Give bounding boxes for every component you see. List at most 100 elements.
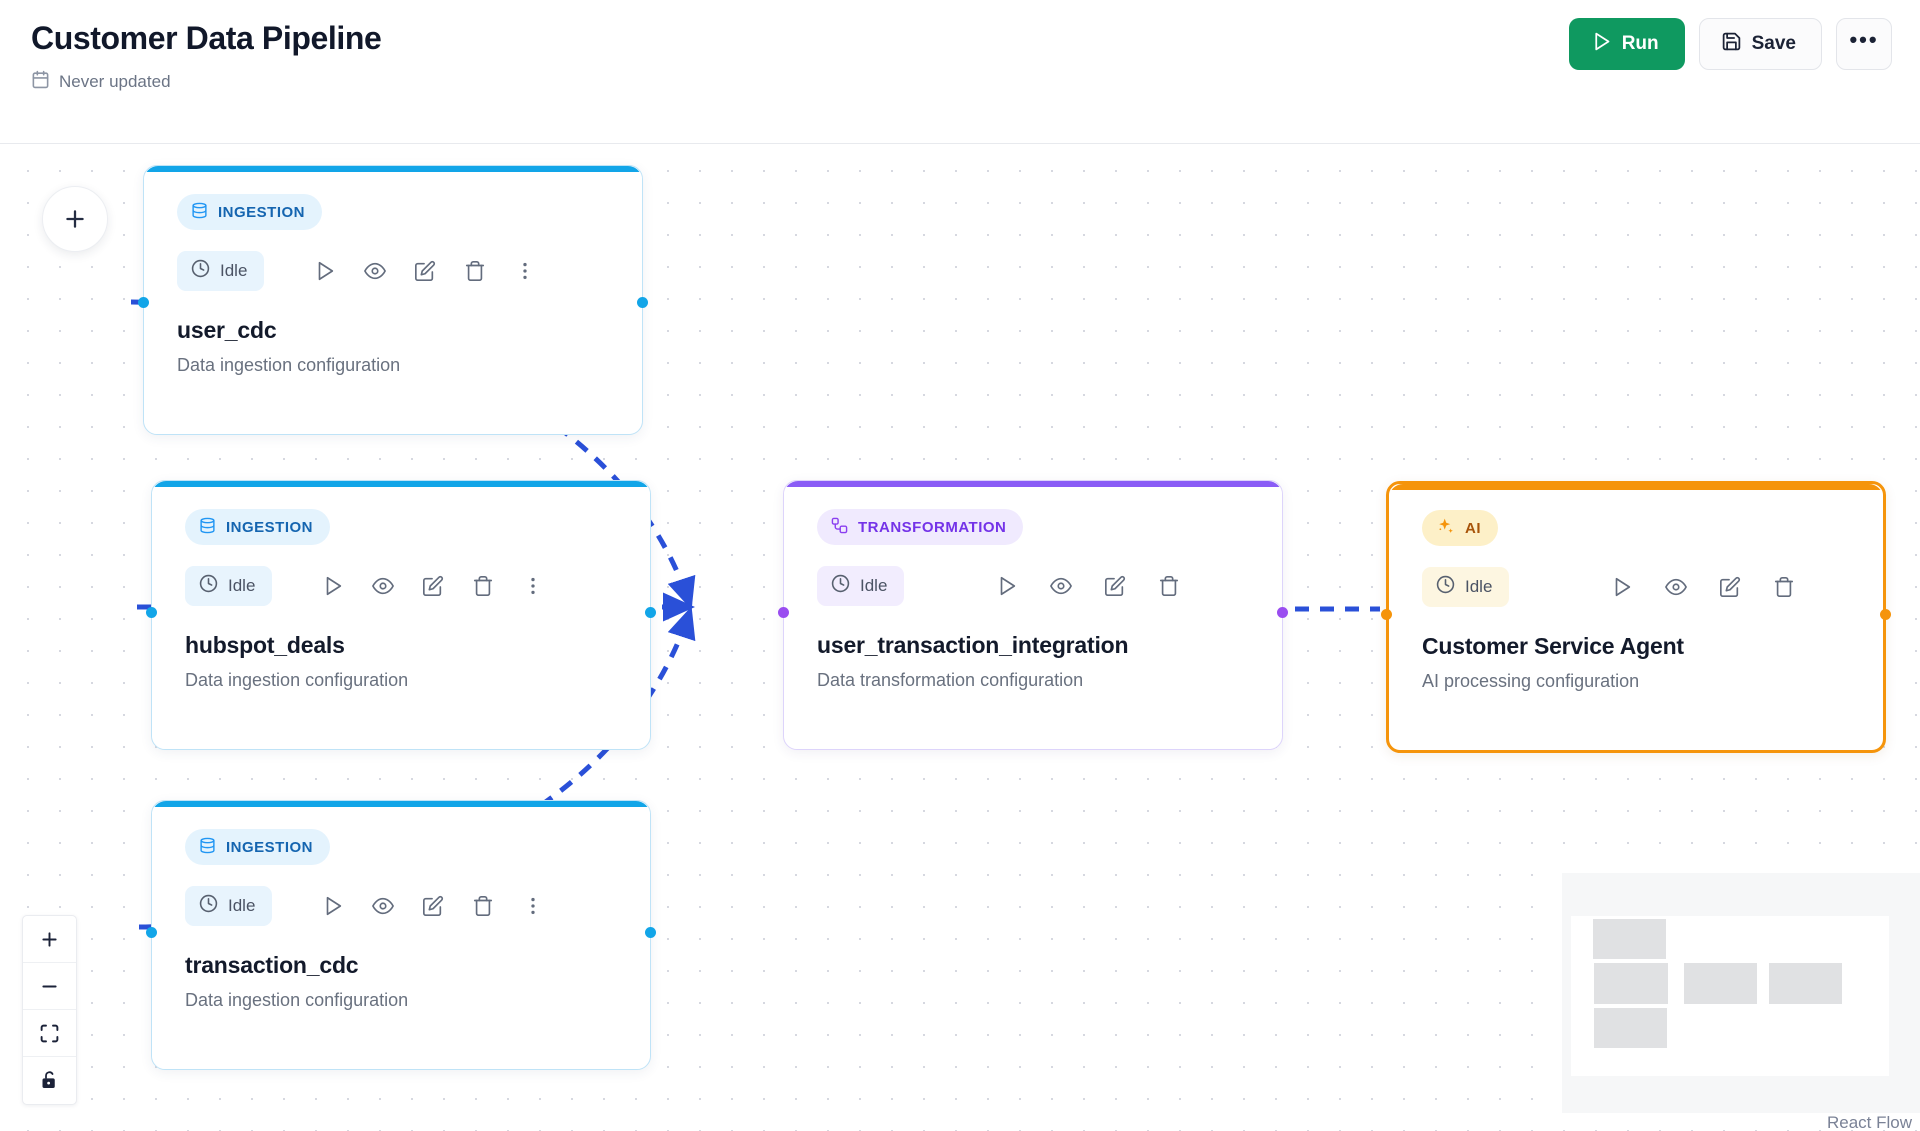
node-type-badge: INGESTION	[177, 194, 323, 230]
node-action-icons	[1605, 570, 1801, 604]
minimap-node	[1594, 963, 1668, 1004]
database-icon	[199, 517, 216, 538]
node-action-icons	[990, 569, 1186, 603]
sparkle-icon	[1436, 517, 1455, 540]
edit-icon[interactable]	[1713, 570, 1747, 604]
node-type-label: INGESTION	[226, 838, 314, 856]
play-icon[interactable]	[1605, 570, 1639, 604]
node-type-badge: TRANSFORMATION	[817, 509, 1024, 545]
edit-icon[interactable]	[416, 569, 450, 603]
edit-icon[interactable]	[408, 254, 442, 288]
node-title: hubspot_deals	[185, 632, 345, 658]
node-transaction_cdc[interactable]: INGESTION Idle	[146, 800, 656, 1070]
database-icon	[199, 837, 216, 858]
database-icon	[191, 202, 208, 223]
node-user_transaction_integration[interactable]: TRANSFORMATION Idle	[778, 480, 1288, 750]
flow-canvas[interactable]: INGESTION Idle	[0, 145, 1920, 1131]
minimap-node	[1684, 963, 1757, 1004]
more-vertical-icon[interactable]	[516, 569, 550, 603]
node-type-label: AI	[1465, 519, 1481, 537]
trash-icon[interactable]	[458, 254, 492, 288]
node-description: Data ingestion configuration	[185, 990, 409, 1010]
save-button[interactable]: Save	[1698, 18, 1822, 70]
node-type-bar	[1389, 484, 1883, 490]
play-icon[interactable]	[316, 569, 350, 603]
node-source-handle[interactable]	[1277, 607, 1288, 618]
play-icon[interactable]	[308, 254, 342, 288]
zoom-in-button[interactable]	[23, 916, 76, 963]
node-hubspot_deals[interactable]: INGESTION Idle	[146, 480, 656, 750]
node-action-icons	[316, 889, 550, 923]
node-card-surface: INGESTION Idle	[152, 481, 650, 749]
trash-icon[interactable]	[1152, 569, 1186, 603]
eye-icon[interactable]	[1044, 569, 1078, 603]
clock-icon	[199, 894, 218, 918]
page-title: Customer Data Pipeline	[31, 20, 382, 56]
eye-icon[interactable]	[1659, 570, 1693, 604]
edit-icon[interactable]	[416, 889, 450, 923]
status-badge: Idle	[817, 566, 905, 606]
clock-icon	[1436, 575, 1455, 599]
more-vertical-icon[interactable]	[516, 889, 550, 923]
node-card-surface: AI Idle Custom	[1389, 484, 1883, 750]
node-card-surface: INGESTION Idle	[144, 166, 642, 434]
node-target-handle[interactable]	[1381, 609, 1392, 620]
trash-icon[interactable]	[466, 889, 500, 923]
node-title: Customer Service Agent	[1422, 633, 1684, 659]
node-action-icons	[316, 569, 550, 603]
transform-icon	[831, 517, 848, 538]
node-source-handle[interactable]	[645, 607, 656, 618]
status-label: Idle	[860, 576, 888, 595]
node-user_cdc[interactable]: INGESTION Idle	[138, 165, 648, 435]
node-target-handle[interactable]	[146, 927, 157, 938]
fit-view-button[interactable]	[23, 1010, 76, 1057]
node-title: transaction_cdc	[185, 952, 359, 978]
node-body: AI Idle Custom	[1389, 484, 1883, 692]
node-type-bar	[144, 166, 642, 172]
node-source-handle[interactable]	[1880, 609, 1891, 620]
node-type-badge: INGESTION	[185, 509, 331, 545]
minimap[interactable]	[1562, 873, 1920, 1113]
run-button[interactable]: Run	[1568, 18, 1685, 70]
play-icon[interactable]	[316, 889, 350, 923]
node-body: TRANSFORMATION Idle	[784, 481, 1282, 691]
node-target-handle[interactable]	[778, 607, 789, 618]
minimap-node	[1593, 919, 1666, 959]
last-updated-text: Never updated	[59, 72, 171, 91]
node-action-icons	[308, 254, 542, 288]
node-type-label: INGESTION	[218, 203, 306, 221]
eye-icon[interactable]	[366, 569, 400, 603]
node-type-bar	[784, 481, 1282, 487]
node-target-handle[interactable]	[146, 607, 157, 618]
lock-toggle-button[interactable]	[23, 1057, 76, 1104]
add-node-button[interactable]	[42, 186, 108, 252]
node-card-surface: INGESTION Idle	[152, 801, 650, 1069]
trash-icon[interactable]	[466, 569, 500, 603]
node-control-row: Idle	[177, 251, 642, 291]
more-options-button[interactable]: •••	[1836, 18, 1892, 70]
eye-icon[interactable]	[358, 254, 392, 288]
flow-controls	[22, 915, 77, 1105]
node-control-row: Idle	[185, 566, 650, 606]
status-badge: Idle	[185, 886, 273, 926]
react-flow-attribution[interactable]: React Flow	[1826, 1113, 1912, 1131]
app-header: Customer Data Pipeline Never updated Run	[0, 0, 1920, 144]
clock-icon	[191, 259, 210, 283]
zoom-out-button[interactable]	[23, 963, 76, 1010]
status-label: Idle	[220, 261, 248, 280]
node-target-handle[interactable]	[138, 297, 149, 308]
minimap-viewport	[1571, 916, 1889, 1076]
eye-icon[interactable]	[366, 889, 400, 923]
play-icon[interactable]	[990, 569, 1024, 603]
node-card-surface: TRANSFORMATION Idle	[784, 481, 1282, 749]
node-customer_service_agent[interactable]: AI Idle Custom	[1381, 481, 1891, 753]
trash-icon[interactable]	[1767, 570, 1801, 604]
more-vertical-icon[interactable]	[508, 254, 542, 288]
node-source-handle[interactable]	[637, 297, 648, 308]
minimap-node	[1769, 963, 1842, 1004]
status-badge: Idle	[177, 251, 265, 291]
node-source-handle[interactable]	[645, 927, 656, 938]
node-description: Data ingestion configuration	[185, 670, 409, 690]
header-actions: Run Save •••	[1568, 18, 1892, 70]
edit-icon[interactable]	[1098, 569, 1132, 603]
